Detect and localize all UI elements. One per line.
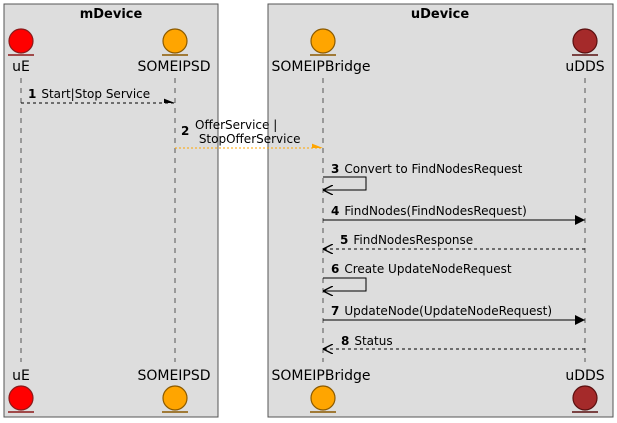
box-title-udevice: uDevice <box>411 7 469 22</box>
participant-label: uE <box>12 368 30 384</box>
participant-label: SOMEIPBridge <box>271 59 370 75</box>
message-arrow <box>323 176 367 190</box>
participant-label: SOMEIPBridge <box>271 368 370 384</box>
box-mdevice: mDevice <box>3 3 219 418</box>
participant-ue-bottom[interactable]: uE <box>8 368 34 413</box>
participant-someipbridge-bottom[interactable]: SOMEIPBridge <box>271 368 371 413</box>
dark-red-entity-circle-icon <box>572 385 598 411</box>
orange-entity-circle-icon <box>310 385 336 411</box>
participant-someipsd-bottom[interactable]: SOMEIPSD <box>137 368 211 413</box>
message-label-line1: OfferService | <box>195 118 277 132</box>
orange-entity-circle-icon <box>162 385 188 411</box>
participant-label: uE <box>12 59 30 75</box>
red-entity-circle-icon <box>8 28 34 54</box>
dark-red-entity-circle-icon <box>572 28 598 54</box>
participant-label: SOMEIPSD <box>137 368 210 384</box>
participant-ue-top[interactable]: uE <box>8 28 34 75</box>
participant-label: SOMEIPSD <box>137 59 210 75</box>
message-2[interactable]: 2 OfferService | StopOfferService <box>175 118 323 149</box>
message-arrow <box>323 277 367 291</box>
message-number: 2 <box>181 124 189 138</box>
participant-someipsd-top[interactable]: SOMEIPSD <box>137 28 211 75</box>
red-entity-circle-icon <box>8 385 34 411</box>
orange-entity-circle-icon <box>310 28 336 54</box>
participant-label: uDDS <box>565 368 604 384</box>
participant-label: uDDS <box>565 59 604 75</box>
message-label-line2: StopOfferService <box>195 132 300 146</box>
participant-udds-bottom[interactable]: uDDS <box>565 368 605 413</box>
orange-entity-circle-icon <box>162 28 188 54</box>
box-title-mdevice: mDevice <box>80 7 143 22</box>
participant-udds-top[interactable]: uDDS <box>565 28 605 75</box>
participant-someipbridge-top[interactable]: SOMEIPBridge <box>271 28 371 75</box>
